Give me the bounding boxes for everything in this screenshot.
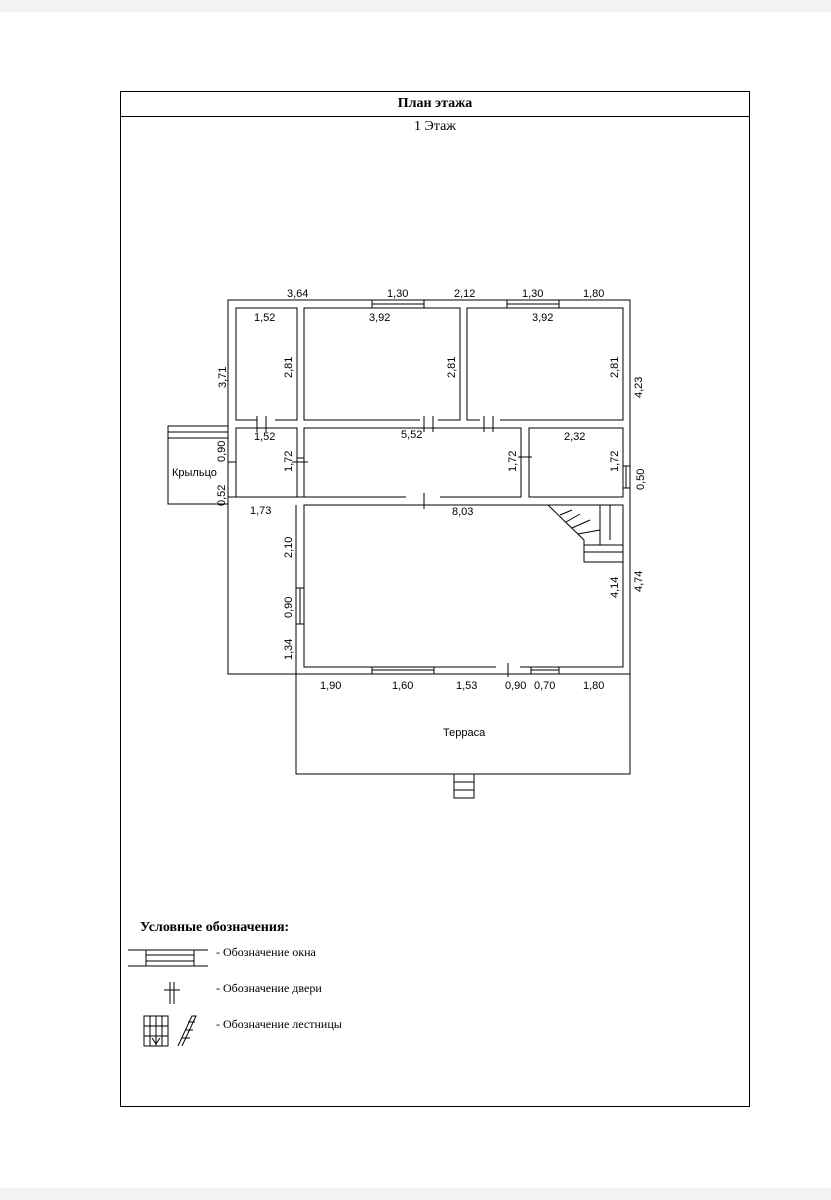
dim-bot-1-53: 1,53 bbox=[456, 680, 477, 692]
dim-bot-0-90: 0,90 bbox=[505, 680, 526, 692]
plan-frame: План этажа 1 Этаж bbox=[120, 91, 750, 1107]
dim-left-0-90: 0,90 bbox=[283, 597, 295, 618]
terrace-steps bbox=[453, 773, 475, 799]
door-legend-icon bbox=[164, 982, 180, 1004]
room-6 bbox=[528, 427, 624, 498]
dim-r2-width: 3,92 bbox=[369, 312, 390, 324]
dim-r2-height: 2,81 bbox=[446, 357, 458, 378]
dim-r5-height-right: 1,72 bbox=[507, 451, 519, 472]
porch-label: Крыльцо bbox=[172, 467, 217, 479]
legend-door-label: - Обозначение двери bbox=[216, 981, 322, 995]
terrace-label: Терраса bbox=[443, 727, 486, 739]
dim-bot-1-90: 1,90 bbox=[320, 680, 341, 692]
document-sheet bbox=[0, 12, 831, 1188]
room-3 bbox=[466, 307, 624, 421]
porch bbox=[167, 425, 229, 505]
window-legend-icon bbox=[128, 949, 208, 967]
dim-top-1-30-a: 1,30 bbox=[387, 288, 408, 300]
stairs-legend-icon bbox=[143, 1015, 197, 1047]
dim-hall-4-14: 4,14 bbox=[609, 577, 621, 598]
page-title: План этажа bbox=[121, 92, 749, 117]
dim-r1-width: 1,52 bbox=[254, 312, 275, 324]
dim-r4-height: 1,72 bbox=[283, 451, 295, 472]
dim-right-4-74: 4,74 bbox=[633, 571, 645, 592]
dim-r3-height: 2,81 bbox=[609, 357, 621, 378]
dim-r4-width: 1,52 bbox=[254, 431, 275, 443]
legend-stairs-label: - Обозначение лестницы bbox=[216, 1017, 342, 1031]
dim-mid-1-73: 1,73 bbox=[250, 505, 271, 517]
room-2 bbox=[303, 307, 461, 421]
dim-top-2-12: 2,12 bbox=[454, 288, 475, 300]
staircase bbox=[547, 504, 623, 563]
room-hall bbox=[303, 504, 624, 668]
dim-r3-width: 3,92 bbox=[532, 312, 553, 324]
legend-window-label: - Обозначение окна bbox=[216, 945, 316, 959]
dim-right-0-50: 0,50 bbox=[635, 469, 647, 490]
dim-r1-height: 2,81 bbox=[283, 357, 295, 378]
dim-porch-0-90: 0,90 bbox=[216, 441, 228, 462]
dim-porch-0-52: 0,52 bbox=[216, 485, 228, 506]
dim-r6-height: 1,72 bbox=[609, 451, 621, 472]
dim-top-3-64: 3,64 bbox=[287, 288, 308, 300]
dim-r5-width: 5,52 bbox=[401, 429, 422, 441]
dim-hall-8-03: 8,03 bbox=[452, 506, 473, 518]
dim-bot-0-70: 0,70 bbox=[534, 680, 555, 692]
dim-bot-1-80: 1,80 bbox=[583, 680, 604, 692]
dim-r6-width: 2,32 bbox=[564, 431, 585, 443]
dim-top-1-80: 1,80 bbox=[583, 288, 604, 300]
dim-bot-1-60: 1,60 bbox=[392, 680, 413, 692]
legend-title: Условные обозначения: bbox=[140, 920, 290, 935]
dim-top-1-30-b: 1,30 bbox=[522, 288, 543, 300]
dim-right-4-23: 4,23 bbox=[633, 377, 645, 398]
dim-left-1-34: 1,34 bbox=[283, 639, 295, 660]
floor-label: 1 Этаж bbox=[414, 119, 456, 134]
dim-left-2-10: 2,10 bbox=[283, 537, 295, 558]
dim-left-3-71: 3,71 bbox=[217, 367, 229, 388]
